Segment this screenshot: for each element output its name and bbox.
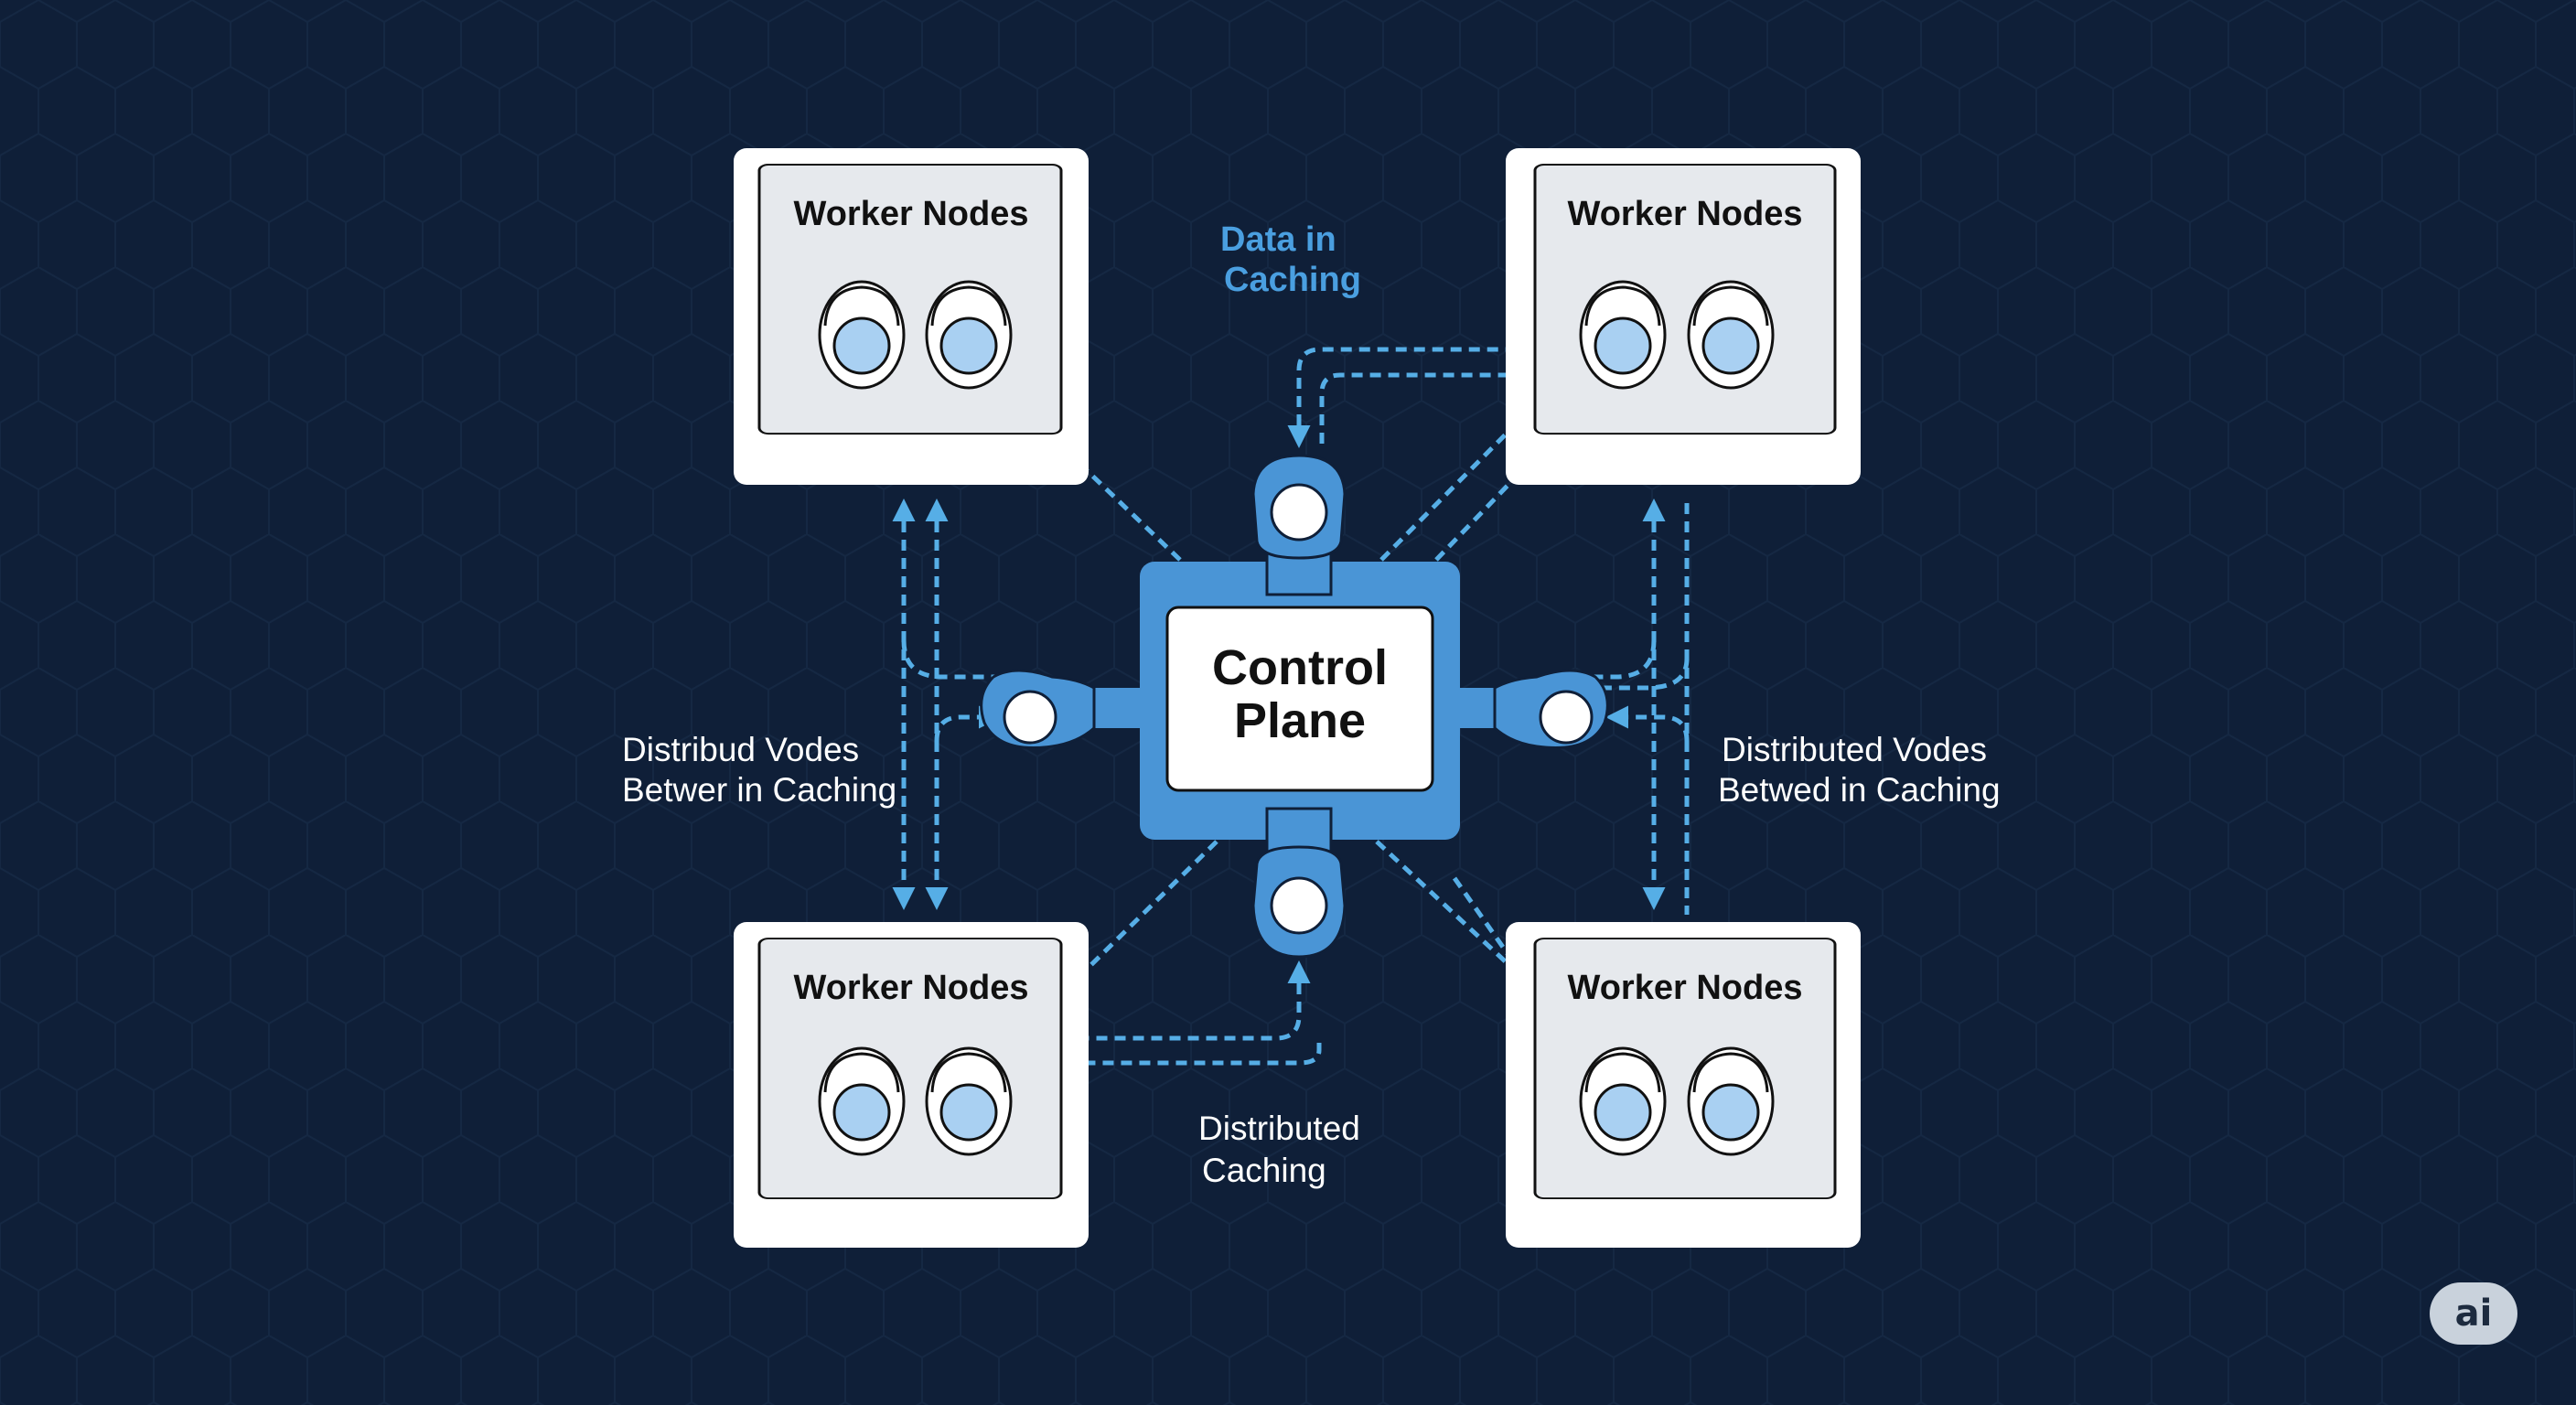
worker-node-top-right[interactable]: Worker Nodes [1506, 148, 1861, 485]
label-bottom: Distributed Caching [1198, 1110, 1360, 1189]
person-icon [925, 1046, 1013, 1156]
connector-right-to-arm-c [1605, 705, 1690, 742]
hub-node-top-dot [1270, 483, 1328, 542]
label-data-in-caching-line2: Caching [1224, 261, 1361, 299]
label-data-in-caching: Data in Caching [1220, 220, 1361, 299]
hub-node-bottom-dot [1270, 876, 1328, 935]
hub-node-right-dot [1539, 690, 1594, 745]
worker-node-title: Worker Nodes [1568, 969, 1803, 1007]
worker-node-title: Worker Nodes [794, 969, 1029, 1007]
label-bottom-line2: Caching [1202, 1152, 1326, 1189]
connector-left-to-arm-a [901, 639, 997, 680]
label-right: Distributed Vodes Betwed in Caching [1718, 731, 2001, 809]
connectors [892, 338, 1690, 1075]
label-left: Distribud Vodes Betwer in Caching [622, 731, 896, 809]
ai-badge: ai [2430, 1282, 2517, 1345]
connector-right-to-arm-b [1592, 658, 1690, 691]
person-icon [1579, 1046, 1667, 1156]
worker-node-bottom-right[interactable]: Worker Nodes [1506, 922, 1861, 1248]
worker-node-title: Worker Nodes [1568, 195, 1803, 233]
person-icon [818, 280, 906, 390]
label-right-line2: Betwed in Caching [1718, 771, 2001, 809]
label-data-in-caching-line1: Data in [1220, 220, 1336, 259]
connector-top-left-diagonal [1003, 390, 1182, 562]
worker-node-top-left[interactable]: Worker Nodes [734, 148, 1089, 485]
person-icon [1579, 280, 1667, 390]
person-icon [1687, 1046, 1775, 1156]
control-plane-line1: Control [1212, 640, 1388, 695]
person-icon [818, 1046, 906, 1156]
label-bottom-line1: Distributed [1198, 1110, 1360, 1147]
worker-node-bottom-left[interactable]: Worker Nodes [734, 922, 1089, 1248]
label-left-line2: Betwer in Caching [622, 771, 896, 809]
ai-badge-text: ai [2454, 1292, 2493, 1335]
person-icon [925, 280, 1013, 390]
connector-bottom-right-diagonal-a [1375, 840, 1586, 1037]
connector-left-to-arm-b [934, 705, 1002, 742]
worker-node-title: Worker Nodes [794, 195, 1029, 233]
control-plane[interactable]: Control Plane [980, 454, 1609, 959]
label-right-line1: Distributed Vodes [1722, 731, 1987, 768]
connector-top-node-to-top-right [1287, 338, 1578, 448]
control-plane-line2: Plane [1234, 693, 1366, 748]
person-icon [1687, 280, 1775, 390]
connector-top-node-to-top-right-b [1319, 372, 1573, 444]
label-left-line1: Distribud Vodes [622, 731, 859, 768]
hub-node-left-dot [1003, 690, 1057, 745]
control-plane-box [1165, 606, 1434, 792]
connector-right-to-arm-a [1572, 639, 1657, 680]
connector-bottom-node-to-bottom-left-b [1020, 1043, 1322, 1075]
